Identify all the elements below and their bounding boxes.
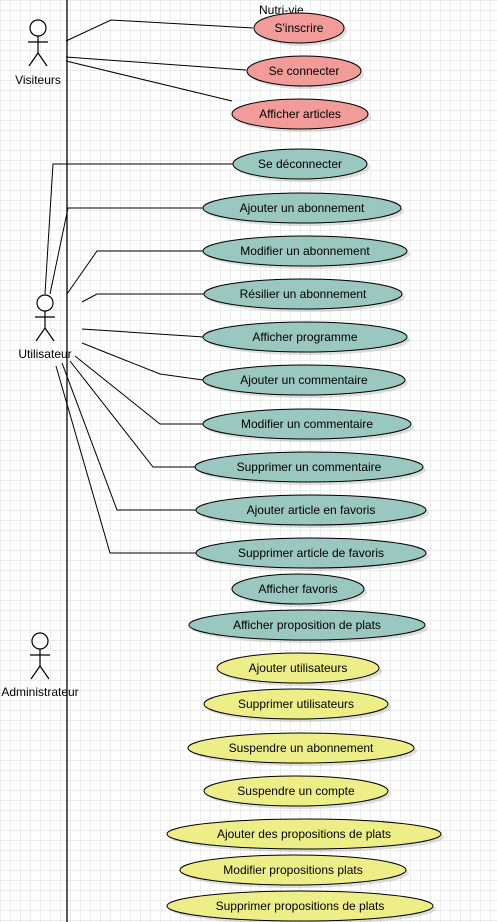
actor-label: Administrateur bbox=[1, 685, 78, 699]
actor-head bbox=[31, 632, 49, 650]
use-case-ellipse[interactable] bbox=[202, 321, 408, 353]
use-case-ajouter-favoris[interactable]: Ajouter article en favoris bbox=[195, 494, 429, 528]
use-case-label: Supprimer utilisateurs bbox=[238, 697, 354, 711]
use-case-supprimer-commentaire[interactable]: Supprimer un commentaire bbox=[194, 451, 426, 485]
use-case-ellipse[interactable] bbox=[231, 573, 365, 605]
use-case-label: Se connecter bbox=[269, 64, 340, 78]
use-case-label: Se déconnecter bbox=[258, 157, 342, 171]
use-case-ellipse[interactable] bbox=[202, 192, 402, 224]
use-case-ellipse[interactable] bbox=[202, 364, 406, 396]
use-case-ellipse[interactable] bbox=[195, 537, 427, 569]
association-ajouter-abonnement bbox=[49, 207, 203, 295]
use-case-ellipse[interactable] bbox=[166, 818, 442, 850]
association-afficher-programme bbox=[81, 328, 205, 338]
use-case-ellipse[interactable] bbox=[202, 408, 412, 440]
actor-left-leg bbox=[28, 52, 39, 67]
use-case-inscrire[interactable]: S'inscrire bbox=[253, 12, 347, 46]
use-case-label: Supprimer article de favoris bbox=[238, 546, 384, 560]
actor-admin: Administrateur bbox=[1, 632, 79, 699]
use-case-supprimer-propositions[interactable]: Supprimer propositions de plats bbox=[166, 890, 436, 922]
use-case-label: Ajouter un commentaire bbox=[240, 373, 368, 387]
use-case-label: Ajouter des propositions de plats bbox=[217, 827, 391, 841]
actor-label: Utilisateur bbox=[18, 347, 71, 361]
use-case-ellipse[interactable] bbox=[187, 732, 415, 764]
use-case-label: Afficher programme bbox=[252, 330, 357, 344]
use-case-ellipse[interactable] bbox=[195, 494, 427, 526]
use-case-afficher-proposition[interactable]: Afficher proposition de plats bbox=[188, 609, 428, 643]
use-case-label: Ajouter utilisateurs bbox=[249, 661, 348, 675]
use-case-label: Modifier propositions plats bbox=[223, 863, 362, 877]
actor-right-leg bbox=[39, 665, 50, 680]
use-case-supprimer-utilisateurs[interactable]: Supprimer utilisateurs bbox=[203, 688, 391, 722]
association-deconnecter bbox=[44, 163, 233, 295]
association-inscrire bbox=[65, 19, 254, 42]
actor-left-leg bbox=[35, 327, 46, 342]
association-modifier-abonnement bbox=[66, 250, 203, 295]
use-case-connecter[interactable]: Se connecter bbox=[246, 55, 364, 89]
use-case-ajouter-commentaire[interactable]: Ajouter un commentaire bbox=[202, 364, 408, 398]
actor-utilisateur: Utilisateur bbox=[18, 294, 72, 361]
actor-head bbox=[36, 294, 54, 312]
association-supprimer-commentaire bbox=[69, 360, 195, 468]
use-case-label: Afficher favoris bbox=[258, 582, 337, 596]
use-case-suspendre-abonnement[interactable]: Suspendre un abonnement bbox=[187, 732, 417, 766]
use-case-ajouter-propositions[interactable]: Ajouter des propositions de plats bbox=[166, 818, 444, 852]
use-case-label: Supprimer propositions de plats bbox=[216, 899, 385, 913]
association-afficher-articles bbox=[65, 60, 233, 102]
use-case-ajouter-abonnement[interactable]: Ajouter un abonnement bbox=[202, 192, 404, 226]
association-lines bbox=[44, 19, 254, 554]
association-connecter bbox=[65, 56, 247, 71]
use-case-resilier-abonnement[interactable]: Résilier un abonnement bbox=[203, 278, 405, 312]
use-case-ajouter-utilisateurs[interactable]: Ajouter utilisateurs bbox=[216, 652, 382, 686]
use-case-ellipse[interactable] bbox=[194, 451, 424, 483]
use-case-ellipse[interactable] bbox=[232, 148, 368, 180]
use-case-deconnecter[interactable]: Se déconnecter bbox=[232, 148, 370, 182]
use-case-ellipse[interactable] bbox=[231, 98, 369, 130]
use-case-ellipse[interactable] bbox=[179, 854, 407, 886]
association-resilier-abonnement bbox=[81, 293, 204, 303]
association-ajouter-commentaire bbox=[81, 342, 204, 381]
use-case-afficher-favoris[interactable]: Afficher favoris bbox=[231, 573, 367, 607]
use-case-ellipse[interactable] bbox=[246, 55, 362, 87]
use-case-afficher-articles[interactable]: Afficher articles bbox=[231, 98, 371, 132]
use-case-afficher-programme[interactable]: Afficher programme bbox=[202, 321, 410, 355]
use-case-ellipse[interactable] bbox=[203, 278, 403, 310]
use-case-label: Modifier un abonnement bbox=[240, 244, 370, 258]
use-case-ellipse[interactable] bbox=[203, 775, 389, 807]
use-case-modifier-commentaire[interactable]: Modifier un commentaire bbox=[202, 408, 414, 442]
actor-label: Visiteurs bbox=[15, 73, 61, 87]
use-case-ellipse[interactable] bbox=[166, 890, 434, 922]
actor-right-leg bbox=[37, 52, 48, 67]
use-case-ellipse[interactable] bbox=[253, 12, 345, 44]
use-case-label: Suspendre un abonnement bbox=[229, 741, 374, 755]
use-case-label: S'inscrire bbox=[275, 21, 324, 35]
use-case-label: Ajouter un abonnement bbox=[240, 201, 365, 215]
use-case-modifier-abonnement[interactable]: Modifier un abonnement bbox=[202, 235, 410, 269]
use-case-modifier-propositions[interactable]: Modifier propositions plats bbox=[179, 854, 409, 888]
use-case-label: Ajouter article en favoris bbox=[247, 503, 376, 517]
actor-left-leg bbox=[30, 665, 41, 680]
use-case-ellipse[interactable] bbox=[188, 609, 426, 641]
actor-visiteur: Visiteurs bbox=[15, 19, 61, 87]
association-modifier-commentaire bbox=[74, 355, 203, 425]
use-case-ellipse[interactable] bbox=[202, 235, 408, 267]
use-case-supprimer-favoris[interactable]: Supprimer article de favoris bbox=[195, 537, 429, 571]
actor-head bbox=[29, 19, 47, 37]
use-case-label: Afficher articles bbox=[259, 107, 341, 121]
use-case-label: Modifier un commentaire bbox=[241, 417, 373, 431]
use-case-ellipse[interactable] bbox=[216, 652, 380, 684]
association-supprimer-favoris bbox=[55, 365, 196, 554]
use-case-ellipse[interactable] bbox=[203, 688, 389, 720]
use-case-label: Supprimer un commentaire bbox=[237, 460, 382, 474]
use-case-suspendre-compte[interactable]: Suspendre un compte bbox=[203, 775, 391, 809]
use-case-label: Afficher proposition de plats bbox=[233, 618, 381, 632]
actor-right-leg bbox=[44, 327, 55, 342]
association-ajouter-favoris bbox=[61, 362, 196, 511]
use-case-label: Suspendre un compte bbox=[237, 784, 355, 798]
use-case-label: Résilier un abonnement bbox=[240, 287, 367, 301]
